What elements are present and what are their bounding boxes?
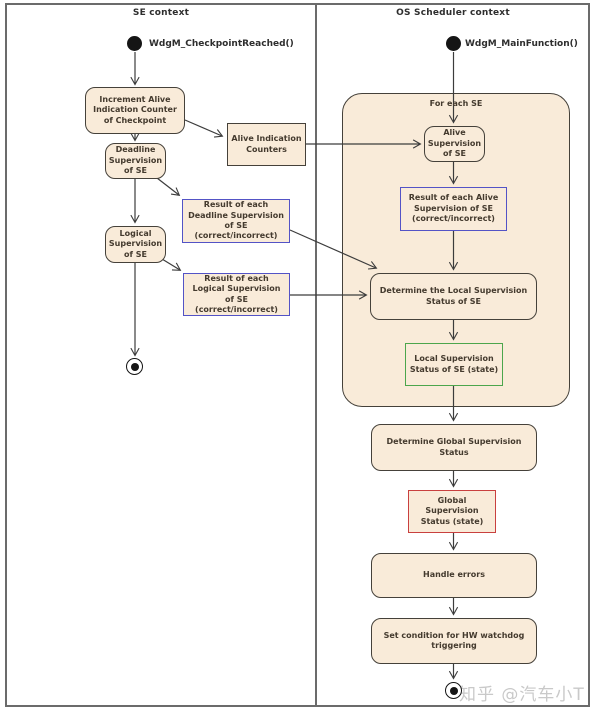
- object-deadline-result: Result of each Deadline Supervision of S…: [182, 199, 290, 243]
- object-local-supervision-status: Local Supervision Status of SE (state): [405, 343, 503, 386]
- lane-title-os-scheduler-context: OS Scheduler context: [396, 8, 510, 18]
- object-label: Local Supervision Status of SE (state): [409, 354, 499, 374]
- edge-deadline-result-to-determine-local: [289, 229, 378, 270]
- edge-logical-to-logical-result: [161, 258, 182, 271]
- object-label: Global Supervision Status (state): [420, 495, 484, 526]
- for-each-se-label: For each SE: [429, 99, 483, 108]
- object-label: Result of each Deadline Supervision of S…: [188, 200, 284, 241]
- initial-node-se-context: [127, 36, 142, 51]
- activity-label: Alive Supervision of SE: [427, 128, 482, 159]
- final-node-se-context: [126, 358, 143, 375]
- activity-label: Determine Global Supervision Status: [386, 437, 522, 457]
- activity-set-watchdog-condition: Set condition for HW watchdog triggering: [371, 618, 537, 664]
- object-alive-result: Result of each Alive Supervision of SE (…: [400, 187, 507, 231]
- diagram-border: [5, 3, 590, 707]
- activity-label: Determine the Local Supervision Status o…: [379, 286, 528, 306]
- initial-node-os-scheduler: [446, 36, 461, 51]
- activity-determine-local-status: Determine the Local Supervision Status o…: [370, 273, 537, 320]
- object-label: Result of each Alive Supervision of SE (…: [408, 193, 499, 224]
- activity-label: Handle errors: [423, 570, 485, 580]
- lane-title-se-context: SE context: [132, 8, 190, 18]
- activity-determine-global-status: Determine Global Supervision Status: [371, 424, 537, 471]
- final-node-os-scheduler: [445, 682, 462, 699]
- activity-logical-supervision: Logical Supervision of SE: [105, 226, 166, 263]
- activity-label: Increment Alive Indication Counter of Ch…: [93, 94, 177, 125]
- activity-deadline-supervision: Deadline Supervision of SE: [105, 143, 166, 179]
- object-alive-indication-counters: Alive Indication Counters: [227, 123, 306, 166]
- activity-label: Set condition for HW watchdog triggering: [383, 630, 525, 650]
- activity-alive-supervision: Alive Supervision of SE: [424, 126, 485, 162]
- object-label: Result of each Logical Supervision of SE…: [192, 273, 281, 314]
- object-global-supervision-status: Global Supervision Status (state): [408, 490, 496, 533]
- activity-label: Logical Supervision of SE: [108, 228, 163, 259]
- entry-label-checkpoint-reached: WdgM_CheckpointReached(): [149, 39, 294, 49]
- activity-handle-errors: Handle errors: [371, 553, 537, 598]
- entry-label-main-function: WdgM_MainFunction(): [465, 39, 578, 49]
- object-label: Alive Indication Counters: [231, 134, 302, 154]
- watermark: 知乎 @汽车小T: [459, 685, 585, 705]
- edge-deadline-to-deadline-result: [156, 177, 181, 196]
- edge-increment-to-alive-counters: [184, 119, 224, 138]
- lane-divider: [315, 3, 317, 707]
- activity-increment-alive-counter: Increment Alive Indication Counter of Ch…: [85, 87, 185, 134]
- activity-label: Deadline Supervision of SE: [108, 145, 163, 176]
- object-logical-result: Result of each Logical Supervision of SE…: [183, 273, 290, 316]
